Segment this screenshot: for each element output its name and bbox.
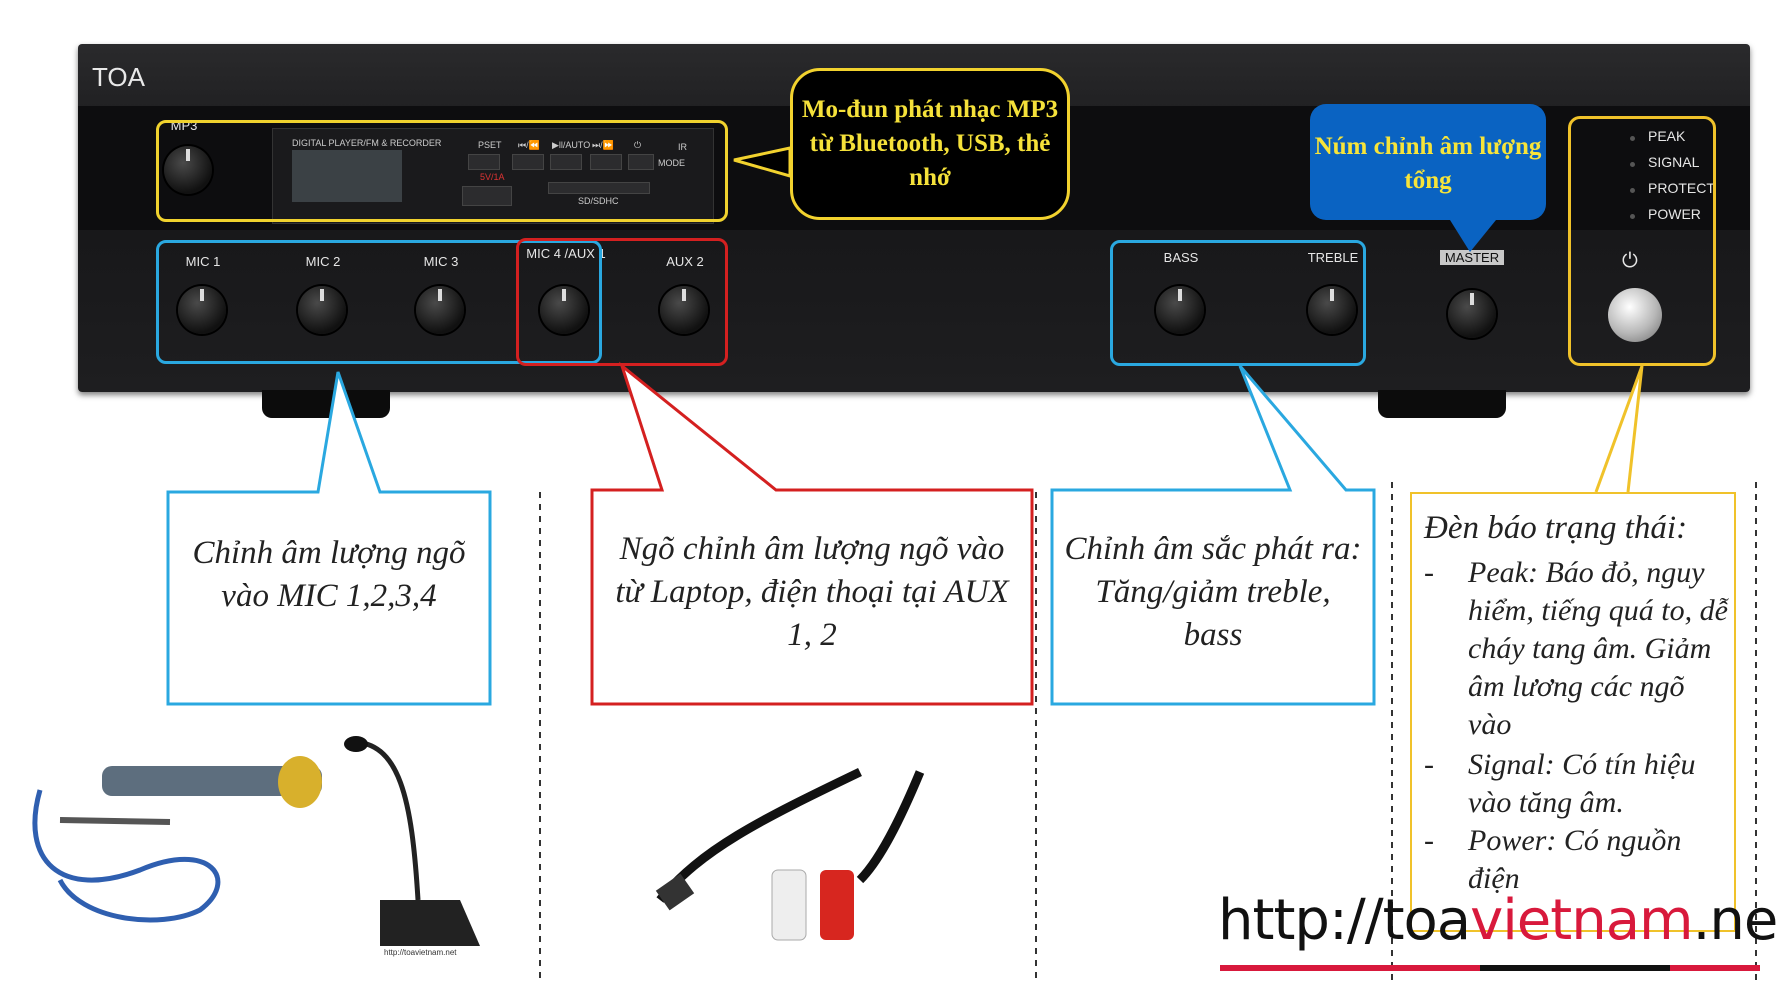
- status-item-peak: Peak: Báo đỏ, nguy hiểm, tiếng quá to, d…: [1468, 556, 1728, 741]
- jack-35mm: [655, 873, 695, 911]
- channel-label-mic2: MIC 2: [305, 254, 341, 269]
- ir-label: IR: [678, 142, 687, 152]
- gooseneck-caption: http://toavietnam.net: [384, 948, 457, 957]
- url-part2: vietnam: [1470, 888, 1693, 953]
- player-title: DIGITAL PLAYER/FM & RECORDER: [292, 138, 442, 148]
- mic-section-frame: [156, 240, 602, 364]
- prev-button[interactable]: [512, 154, 544, 170]
- sd-card-slot[interactable]: [548, 182, 650, 194]
- protect-led: [1630, 188, 1635, 193]
- next-button[interactable]: [590, 154, 622, 170]
- gooseneck-head: [344, 736, 368, 752]
- play-pause-button[interactable]: [550, 154, 582, 170]
- status-item-power: Power: Có nguồn điện: [1468, 824, 1682, 895]
- master-volume-knob[interactable]: [1448, 290, 1496, 338]
- aux-callout-text: Ngõ chỉnh âm lượng ngõ vào từ Laptop, đi…: [615, 531, 1009, 653]
- status-bullet-dash: -: [1424, 824, 1434, 857]
- status-section-frame: [1568, 116, 1716, 366]
- url-part3: .net: [1692, 888, 1778, 953]
- url-part1: toa: [1382, 888, 1472, 953]
- gooseneck-stem: [349, 739, 421, 901]
- website-url[interactable]: http://toavietnam.net: [1218, 888, 1778, 953]
- peak-led: [1630, 136, 1635, 141]
- mic1-volume-knob[interactable]: [178, 286, 226, 334]
- master-label: MASTER: [1440, 250, 1504, 265]
- url-prefix: http://: [1218, 888, 1384, 953]
- tone-section-frame: [1110, 240, 1366, 366]
- usb-label: 5V/1A: [480, 172, 505, 182]
- mic3-volume-knob[interactable]: [416, 286, 464, 334]
- mp3-module-frame: [156, 120, 728, 222]
- channel-label-mic1: MIC 1: [185, 254, 221, 269]
- status-connector: [1594, 365, 1644, 493]
- player-lcd-screen: [292, 150, 402, 202]
- bass-knob[interactable]: [1156, 286, 1204, 334]
- player-button-pset-label: PSET: [478, 140, 502, 150]
- led-label-peak: PEAK: [1648, 128, 1686, 144]
- master-bubble-tail: [1450, 220, 1496, 252]
- channel-label-mic4-aux1: MIC 4 /AUX 1: [526, 246, 606, 261]
- mic4-aux1-volume-knob[interactable]: [540, 286, 588, 334]
- signal-led: [1630, 162, 1635, 167]
- mic-callout-box: [166, 371, 492, 706]
- handheld-mic-body: [102, 766, 322, 796]
- master-volume-callout: Núm chỉnh âm lượng tổng: [1310, 104, 1546, 220]
- mp3-volume-knob[interactable]: [164, 146, 212, 194]
- channel-label-aux2: AUX 2: [666, 254, 704, 269]
- treble-knob[interactable]: [1308, 286, 1356, 334]
- treble-label: TREBLE: [1307, 250, 1359, 265]
- amp-foot-left: [262, 390, 390, 418]
- player-power-icon: ⏻: [634, 140, 642, 150]
- status-item-signal: Signal: Có tín hiệu vào tăng âm.: [1468, 748, 1696, 819]
- tone-callout-text: Chỉnh âm sắc phát ra: Tăng/giảm treble, …: [1064, 531, 1362, 653]
- led-label-signal: SIGNAL: [1648, 154, 1700, 170]
- channel-label-mic3: MIC 3: [423, 254, 459, 269]
- rca-red-plug: [820, 870, 854, 940]
- mp3-bubble-tail: [733, 146, 792, 178]
- power-led: [1630, 214, 1635, 219]
- status-callout-box: [1410, 492, 1736, 932]
- player-button-next-label: ⏭/⏩: [592, 140, 614, 150]
- mp3-module-callout: Mo-đun phát nhạc MP3 từ Bluetooth, USB, …: [790, 68, 1070, 220]
- sd-label: SD/SDHC: [578, 196, 619, 206]
- pset-button[interactable]: [468, 154, 500, 170]
- led-label-power: POWER: [1648, 206, 1701, 222]
- amp-foot-right: [1378, 390, 1506, 418]
- led-label-protect: PROTECT: [1648, 180, 1715, 196]
- bass-label: BASS: [1163, 250, 1199, 265]
- player-power-button[interactable]: [628, 154, 654, 170]
- mic-callout-text: Chỉnh âm lượng ngõ vào MIC 1,2,3,4: [192, 535, 466, 614]
- mic-cable: [32, 789, 221, 923]
- aux2-volume-knob[interactable]: [660, 286, 708, 334]
- status-title: Đèn báo trạng thái:: [1424, 510, 1688, 546]
- usb-port[interactable]: [462, 186, 512, 206]
- mic2-volume-knob[interactable]: [298, 286, 346, 334]
- player-button-play-label: ▶ll/AUTO: [552, 140, 591, 150]
- status-bullet-dash: -: [1424, 748, 1434, 781]
- brand-logo: TOA: [92, 62, 145, 92]
- power-button[interactable]: [1608, 288, 1662, 342]
- gooseneck-base: [380, 900, 480, 946]
- power-symbol-icon: ⏻: [1622, 250, 1638, 272]
- player-button-prev-label: ⏮/⏪: [518, 140, 540, 150]
- tone-callout-box: [1050, 365, 1376, 706]
- aux-callout-box: [590, 361, 1034, 706]
- rca-white-plug: [771, 869, 807, 941]
- status-bullet-dash: -: [1424, 556, 1434, 589]
- mode-label: MODE: [658, 158, 685, 168]
- handheld-mic-head: [278, 756, 322, 808]
- mic-plug: [59, 817, 171, 825]
